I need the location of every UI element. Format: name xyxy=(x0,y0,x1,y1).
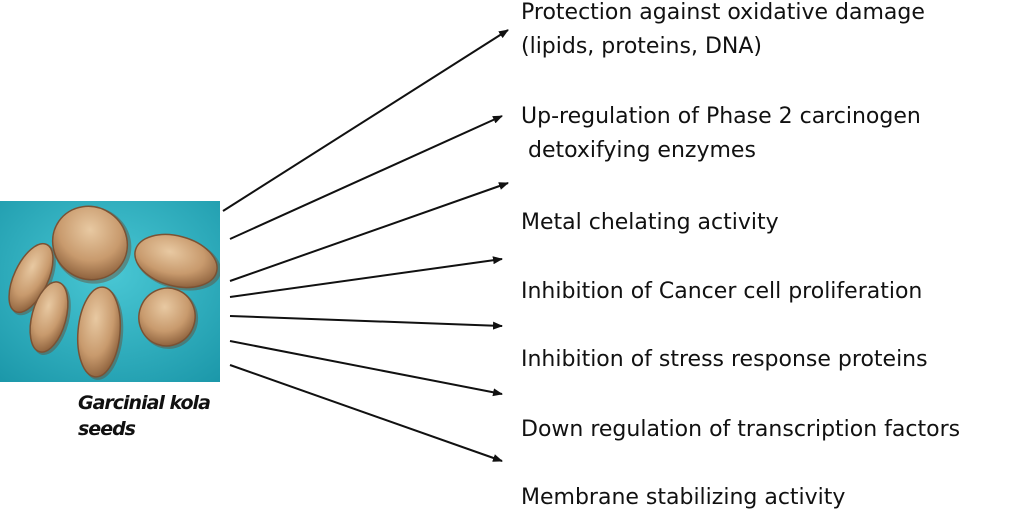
seed-caption-line-1: Garcinial kola xyxy=(78,392,211,414)
seed-caption-line-2: seeds xyxy=(78,418,136,440)
effect-cancer-cell-inhibition: Inhibition of Cancer cell proliferation xyxy=(521,275,922,309)
seed-1 xyxy=(51,205,132,284)
effect-membrane-stabilizing: Membrane stabilizing activity xyxy=(521,481,845,515)
effect-metal-chelating: Metal chelating activity xyxy=(521,206,779,240)
seed-4 xyxy=(29,281,71,356)
effect-phase2-enzymes: Up-regulation of Phase 2 carcinogen deto… xyxy=(521,100,921,168)
seed-3 xyxy=(8,242,56,316)
effect-2-line-1: Up-regulation of Phase 2 carcinogen xyxy=(521,104,921,129)
effect-transcription-factor-downregulation: Down regulation of transcription factors xyxy=(521,413,960,447)
arrow-3 xyxy=(229,182,509,282)
garcinia-kola-seeds-photo xyxy=(0,201,220,382)
effect-oxidative-protection: Protection against oxidative damage (lip… xyxy=(521,0,925,64)
effect-3-line-1: Metal chelating activity xyxy=(521,210,779,235)
arrow-5 xyxy=(229,315,503,330)
seed-6 xyxy=(138,287,199,349)
seed-2 xyxy=(134,233,220,291)
seed-caption: Garcinial kola seeds xyxy=(78,390,278,442)
effect-4-line-1: Inhibition of Cancer cell proliferation xyxy=(521,279,923,304)
seed-5 xyxy=(76,286,124,380)
effect-1-line-1: Protection against oxidative damage xyxy=(521,0,925,25)
arrow-7 xyxy=(229,364,503,462)
arrow-2 xyxy=(229,115,503,240)
arrow-6 xyxy=(229,340,503,397)
effect-5-line-1: Inhibition of stress response proteins xyxy=(521,347,928,372)
effect-2-line-2: detoxifying enzymes xyxy=(521,138,756,163)
effect-7-line-1: Membrane stabilizing activity xyxy=(521,485,846,510)
arrow-1 xyxy=(222,29,509,212)
effect-6-line-1: Down regulation of transcription factors xyxy=(521,417,961,442)
effect-1-line-2: (lipids, proteins, DNA) xyxy=(521,34,762,59)
arrow-4 xyxy=(229,256,503,298)
effect-stress-protein-inhibition: Inhibition of stress response proteins xyxy=(521,343,928,377)
